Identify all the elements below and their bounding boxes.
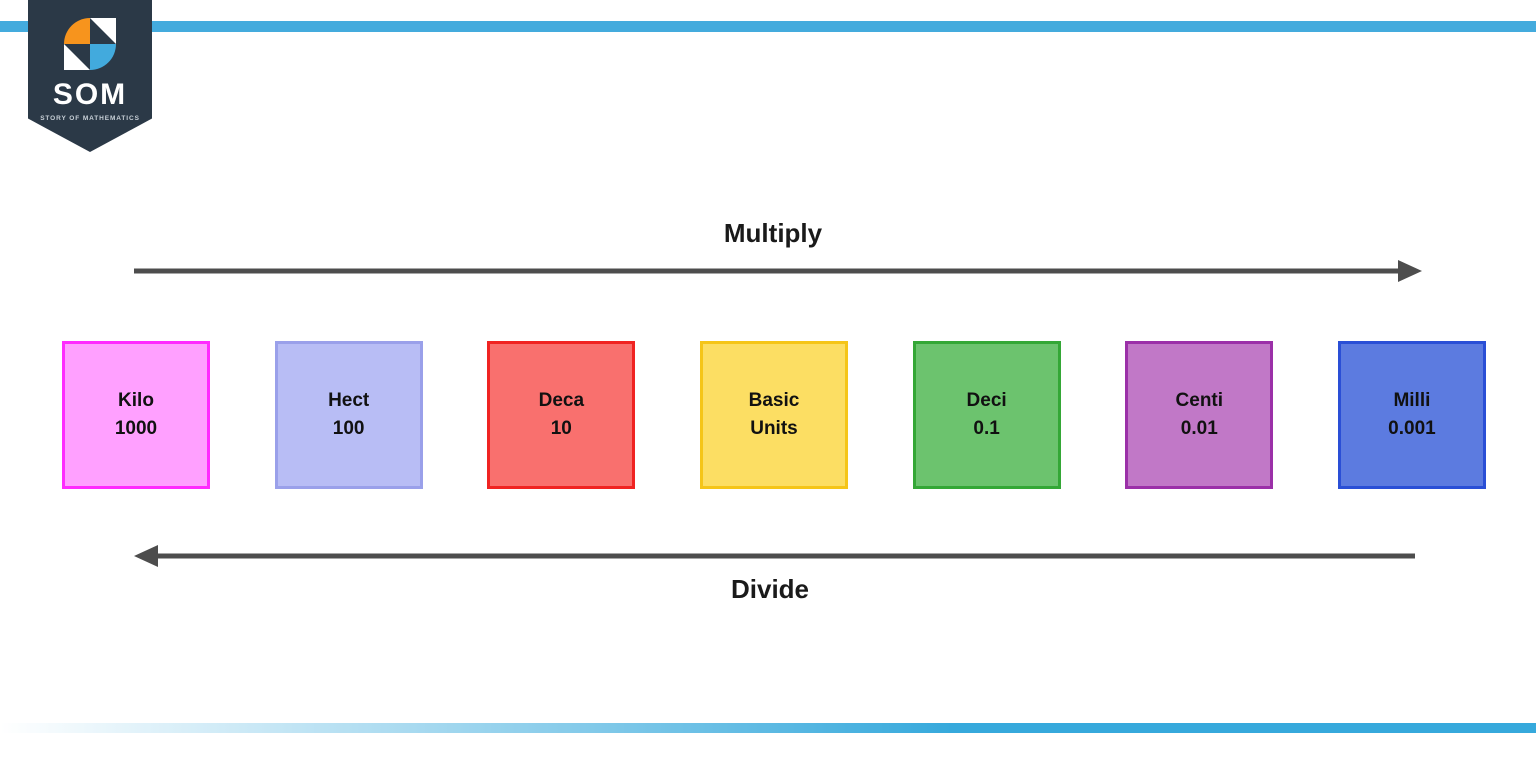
unit-box-kilo-value: 1000 [114, 417, 158, 439]
logo-quadrant-blue-icon [90, 44, 116, 70]
unit-box-deci-name: Deci [966, 390, 1007, 412]
som-tagline: STORY OF MATHEMATICS [40, 115, 140, 122]
logo-quadrant-orange-icon [64, 18, 90, 44]
unit-box-basic-units[interactable]: Basic Units [699, 341, 848, 489]
divide-arrow-left-icon [134, 545, 1415, 567]
unit-boxes-row: Kilo 1000 Hect 100 Deca 10 Basic Units D… [62, 341, 1486, 489]
unit-box-deca[interactable]: Deca 10 [487, 341, 636, 489]
unit-box-hect-name: Hect [328, 390, 370, 412]
unit-box-kilo-name: Kilo [118, 390, 154, 412]
unit-box-hect[interactable]: Hect 100 [274, 341, 423, 489]
unit-box-deci[interactable]: Deci 0.1 [912, 341, 1061, 489]
som-logo-mark-icon [64, 18, 116, 70]
unit-box-basic-units-name: Basic [748, 390, 800, 412]
unit-box-kilo[interactable]: Kilo 1000 [62, 341, 210, 489]
unit-box-milli-name: Milli [1393, 390, 1431, 412]
logo-quadrant-white-bottom-icon [64, 44, 90, 70]
multiply-arrow-right-icon [134, 260, 1422, 282]
unit-box-basic-units-value: Units [750, 417, 798, 439]
top-accent-stripe [0, 21, 1536, 32]
unit-box-deca-value: 10 [550, 417, 572, 439]
multiply-label: Multiply [723, 218, 823, 248]
unit-box-milli[interactable]: Milli 0.001 [1337, 341, 1486, 489]
divide-label: Divide [730, 574, 810, 604]
logo-quadrant-white-top-icon [90, 18, 116, 44]
unit-box-milli-value: 0.001 [1388, 417, 1436, 439]
unit-box-deci-value: 0.1 [973, 417, 1000, 439]
bottom-accent-stripe [0, 723, 1536, 733]
unit-box-centi[interactable]: Centi 0.01 [1125, 341, 1274, 489]
unit-box-deca-name: Deca [538, 390, 585, 412]
som-wordmark: SOM [52, 78, 128, 111]
som-logo-badge[interactable]: SOM STORY OF MATHEMATICS [28, 0, 152, 152]
unit-box-centi-value: 0.01 [1180, 417, 1218, 439]
unit-box-hect-value: 100 [332, 417, 365, 439]
unit-box-centi-name: Centi [1175, 390, 1224, 412]
